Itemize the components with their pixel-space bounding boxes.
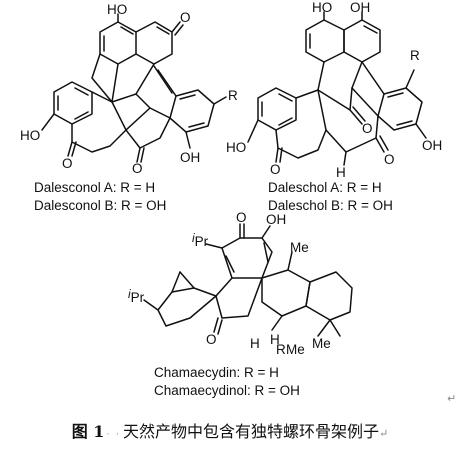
caption-return-mark: ↵ (379, 427, 389, 440)
daleschol-o-bridge: O (362, 121, 373, 136)
chamaecydin-h-left: H (250, 336, 260, 351)
chamaecydin-o-bottom: O (206, 332, 217, 347)
daleschol-oh-top: OH (350, 0, 370, 15)
daleschol-r: R (410, 48, 420, 63)
chamaecydin-me-top: Me (290, 240, 309, 255)
figure-caption: 图 1· ·天然产物中包含有独特螺环骨架例子↵ (0, 418, 460, 442)
dalesconol-o-left: O (62, 156, 73, 171)
chamaecydin-ipr-top: iPr (192, 231, 209, 249)
figure-label: 图 1 (71, 422, 105, 441)
chamaecydin-h-right: H (270, 332, 280, 347)
daleschol-structure: HO OH R HO O O H O OH (226, 0, 442, 180)
dalesconol-b-name: Dalesconol B: R = OH (34, 198, 167, 213)
dalesconol-o-top: O (180, 10, 191, 25)
chamaecydinol-name: Chamaecydinol: R = OH (154, 383, 300, 398)
chamaecydin-ipr-left: iPr (128, 287, 145, 305)
chamaecydin-me-b2: Me (312, 336, 331, 351)
daleschol-a-name: Daleschol A: R = H (268, 180, 382, 195)
daleschol-o-left: O (270, 162, 281, 177)
caption-text: 天然产物中包含有独特螺环骨架例子 (123, 422, 380, 441)
dalesconol-oh-bottom: OH (180, 150, 200, 165)
chamaecydin-r: R (276, 342, 286, 357)
dalesconol-ho-left: HO (20, 128, 40, 143)
daleschol-o-right: O (384, 152, 395, 167)
daleschol-oh-right: OH (422, 138, 442, 153)
dalesconol-a-name: Dalesconol A: R = H (34, 180, 156, 195)
daleschol-h: H (336, 165, 346, 180)
chamaecydin-structure: iPr O OH iPr Me O H H R Me Me (128, 210, 353, 357)
structures-figure: HO O HO O O OH R (20, 0, 442, 398)
daleschol-b-name: Daleschol B: R = OH (268, 198, 393, 213)
chamaecydin-name: Chamaecydin: R = H (154, 365, 279, 380)
dalesconol-o-mid: O (132, 161, 143, 176)
dalesconol-structure: HO O HO O O OH R (20, 2, 238, 176)
chamaecydin-o-top: O (236, 210, 247, 225)
dalesconol-ho-top: HO (107, 2, 127, 17)
caption-dots: · · (106, 430, 122, 440)
chamaecydin-me-b1: Me (286, 342, 305, 357)
daleschol-ho-top: HO (312, 0, 332, 15)
paragraph-mark: ↵ (447, 392, 457, 405)
dalesconol-r: R (228, 88, 238, 103)
chamaecydin-oh: OH (266, 212, 286, 227)
daleschol-ho-left: HO (226, 140, 246, 155)
